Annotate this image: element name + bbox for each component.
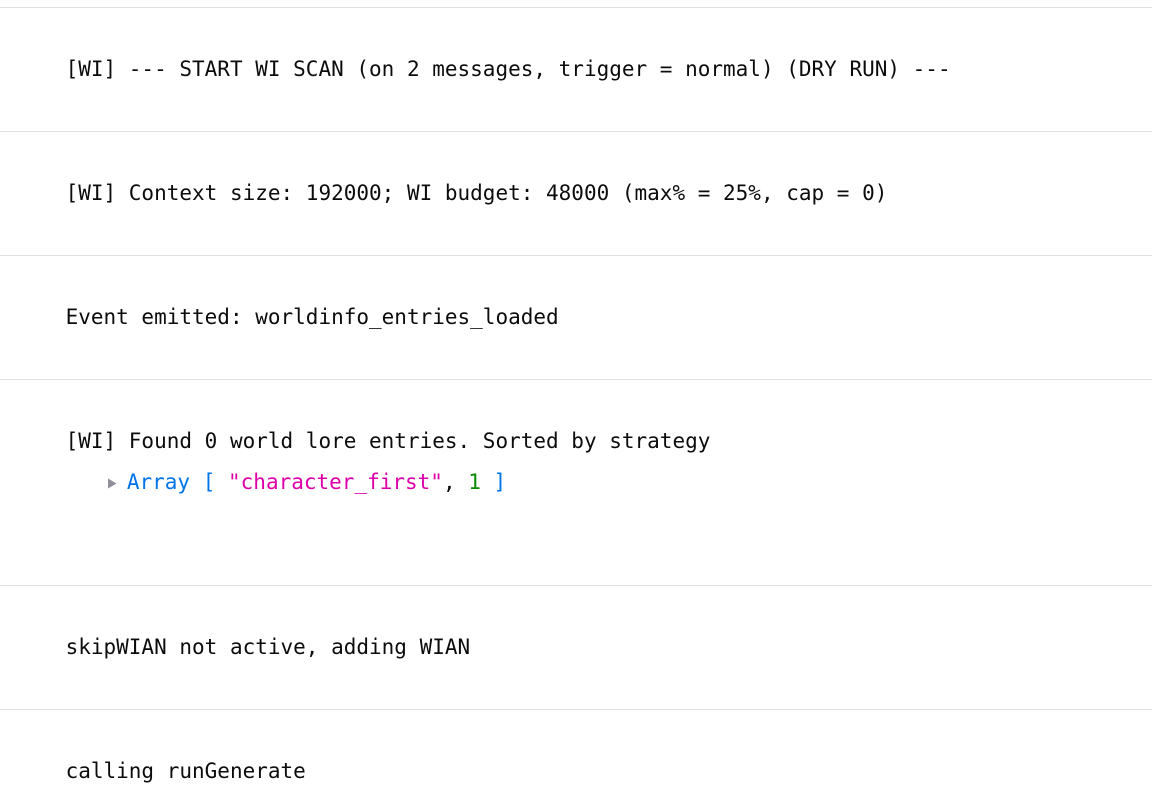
preview-tokens: Array [ "character_first", 1 ] xyxy=(127,470,506,494)
object-preview[interactable]: Array [ "character_first", 1 ] xyxy=(15,470,506,535)
preview-token-bracket: [ xyxy=(202,470,229,494)
preview-token-string: "character_first" xyxy=(228,470,443,494)
preview-token-class: Array xyxy=(126,470,203,494)
console-log-row[interactable]: Event emitted: worldinfo_entries_loaded xyxy=(0,255,1152,379)
preview-token-number: 1 xyxy=(468,470,481,494)
preview-token-bracket: ] xyxy=(480,470,507,494)
log-message-text: skipWIAN not active, adding WIAN xyxy=(65,635,471,659)
console-log-row[interactable]: calling runGenerate xyxy=(0,709,1152,802)
log-message-text: [WI] Found 0 world lore entries. Sorted … xyxy=(65,429,711,453)
expand-arrow-icon[interactable] xyxy=(107,478,117,489)
log-message-text: [WI] --- START WI SCAN (on 2 messages, t… xyxy=(65,57,951,81)
preview-token-plain: , xyxy=(442,470,469,494)
console-log-list: [WI] --- START WI SCAN (on 2 messages, t… xyxy=(0,7,1152,802)
console-log-row[interactable]: skipWIAN not active, adding WIAN xyxy=(0,585,1152,709)
console-log-row[interactable]: [WI] Found 0 world lore entries. Sorted … xyxy=(0,379,1152,585)
console-log-row[interactable]: [WI] --- START WI SCAN (on 2 messages, t… xyxy=(0,7,1152,131)
log-message-text: [WI] Context size: 192000; WI budget: 48… xyxy=(65,181,888,205)
console-log-row[interactable]: [WI] Context size: 192000; WI budget: 48… xyxy=(0,131,1152,255)
log-message-text: Event emitted: worldinfo_entries_loaded xyxy=(65,305,559,329)
log-message-text: calling runGenerate xyxy=(65,759,306,783)
